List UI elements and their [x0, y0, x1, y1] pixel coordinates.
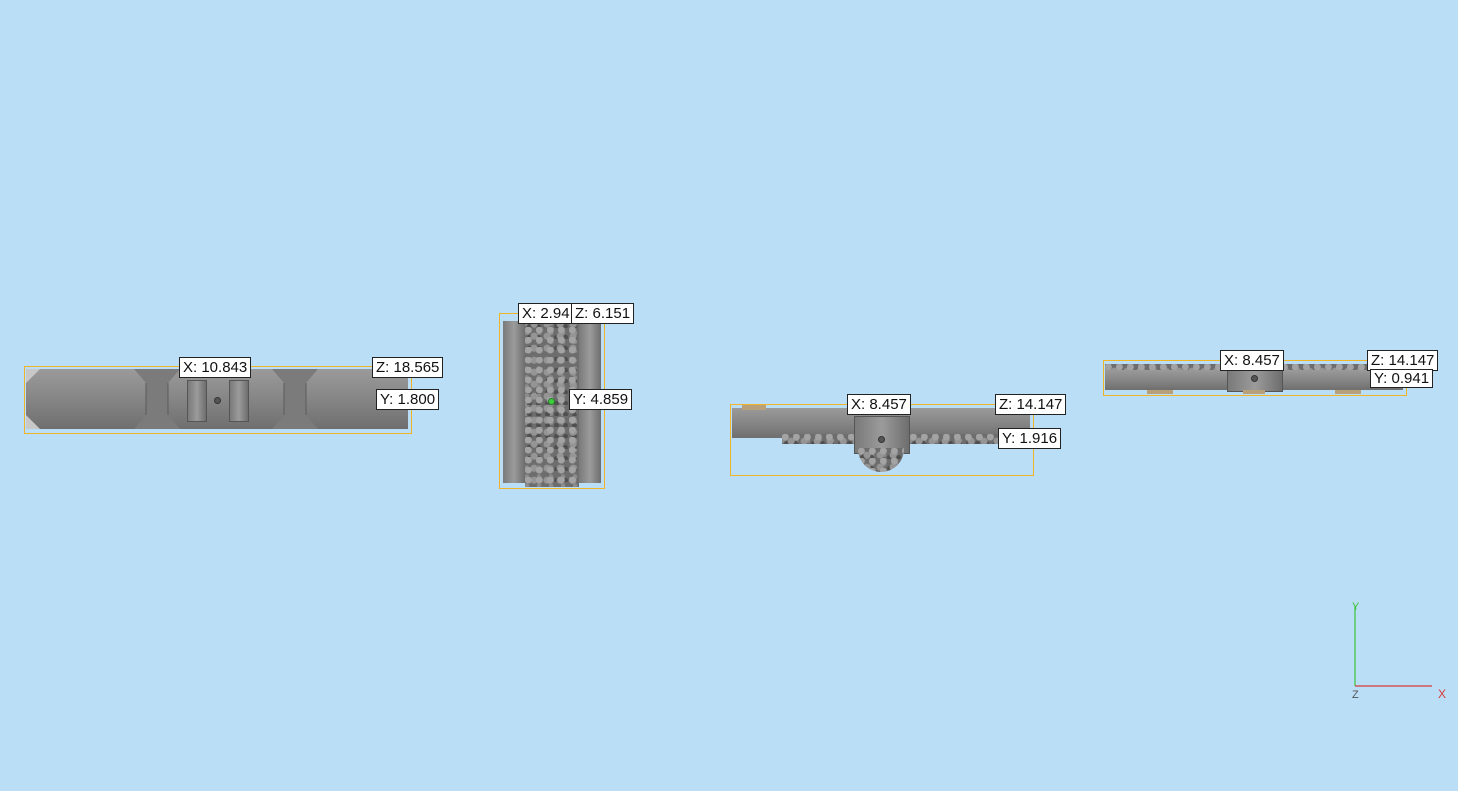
pivot-point[interactable]: [1251, 375, 1258, 382]
dimension-x-label: X: 8.457: [847, 394, 911, 415]
model-side-view[interactable]: [499, 313, 605, 489]
dimension-y-label: Y: 1.800: [376, 389, 440, 410]
center-peg-left: [187, 380, 207, 422]
plate-tab-left: [742, 404, 766, 410]
dimension-y-label: Y: 4.859: [569, 389, 633, 410]
x-axis-label: X: [1438, 687, 1446, 701]
foot-center: [1243, 390, 1265, 394]
center-housing: [854, 416, 910, 454]
pivot-point[interactable]: [878, 436, 885, 443]
foot-right: [1335, 390, 1361, 394]
dimension-x-label: X: 10.843: [179, 357, 252, 378]
dimension-z-label: Z: 14.147: [995, 394, 1067, 415]
center-peg-right: [229, 380, 249, 422]
dimension-x-label: X: 2.94: [518, 303, 574, 324]
pivot-point[interactable]: [548, 398, 555, 405]
dimension-z-label: Z: 6.151: [571, 303, 635, 324]
pivot-point[interactable]: [214, 397, 221, 404]
dimension-x-label: X: 8.457: [1220, 350, 1284, 371]
bar-notch-left: [134, 369, 180, 429]
dimension-y-label: Y: 0.941: [1370, 369, 1434, 388]
side-wall-left: [503, 321, 525, 483]
y-axis-label: Y: [1352, 601, 1360, 613]
plate-underside-left: [782, 434, 872, 444]
foot-left: [1147, 390, 1173, 394]
plate-underside-right: [910, 434, 1000, 444]
dimension-z-label: Z: 18.565: [372, 357, 444, 378]
axis-gizmo: Y X Z: [1352, 601, 1446, 701]
dimension-z-label: Z: 14.147: [1367, 350, 1439, 371]
dimension-y-label: Y: 1.916: [998, 428, 1062, 449]
z-axis-label: Z: [1352, 689, 1359, 701]
bar-notch-right: [272, 369, 318, 429]
bar-chamfer-left: [26, 369, 40, 429]
